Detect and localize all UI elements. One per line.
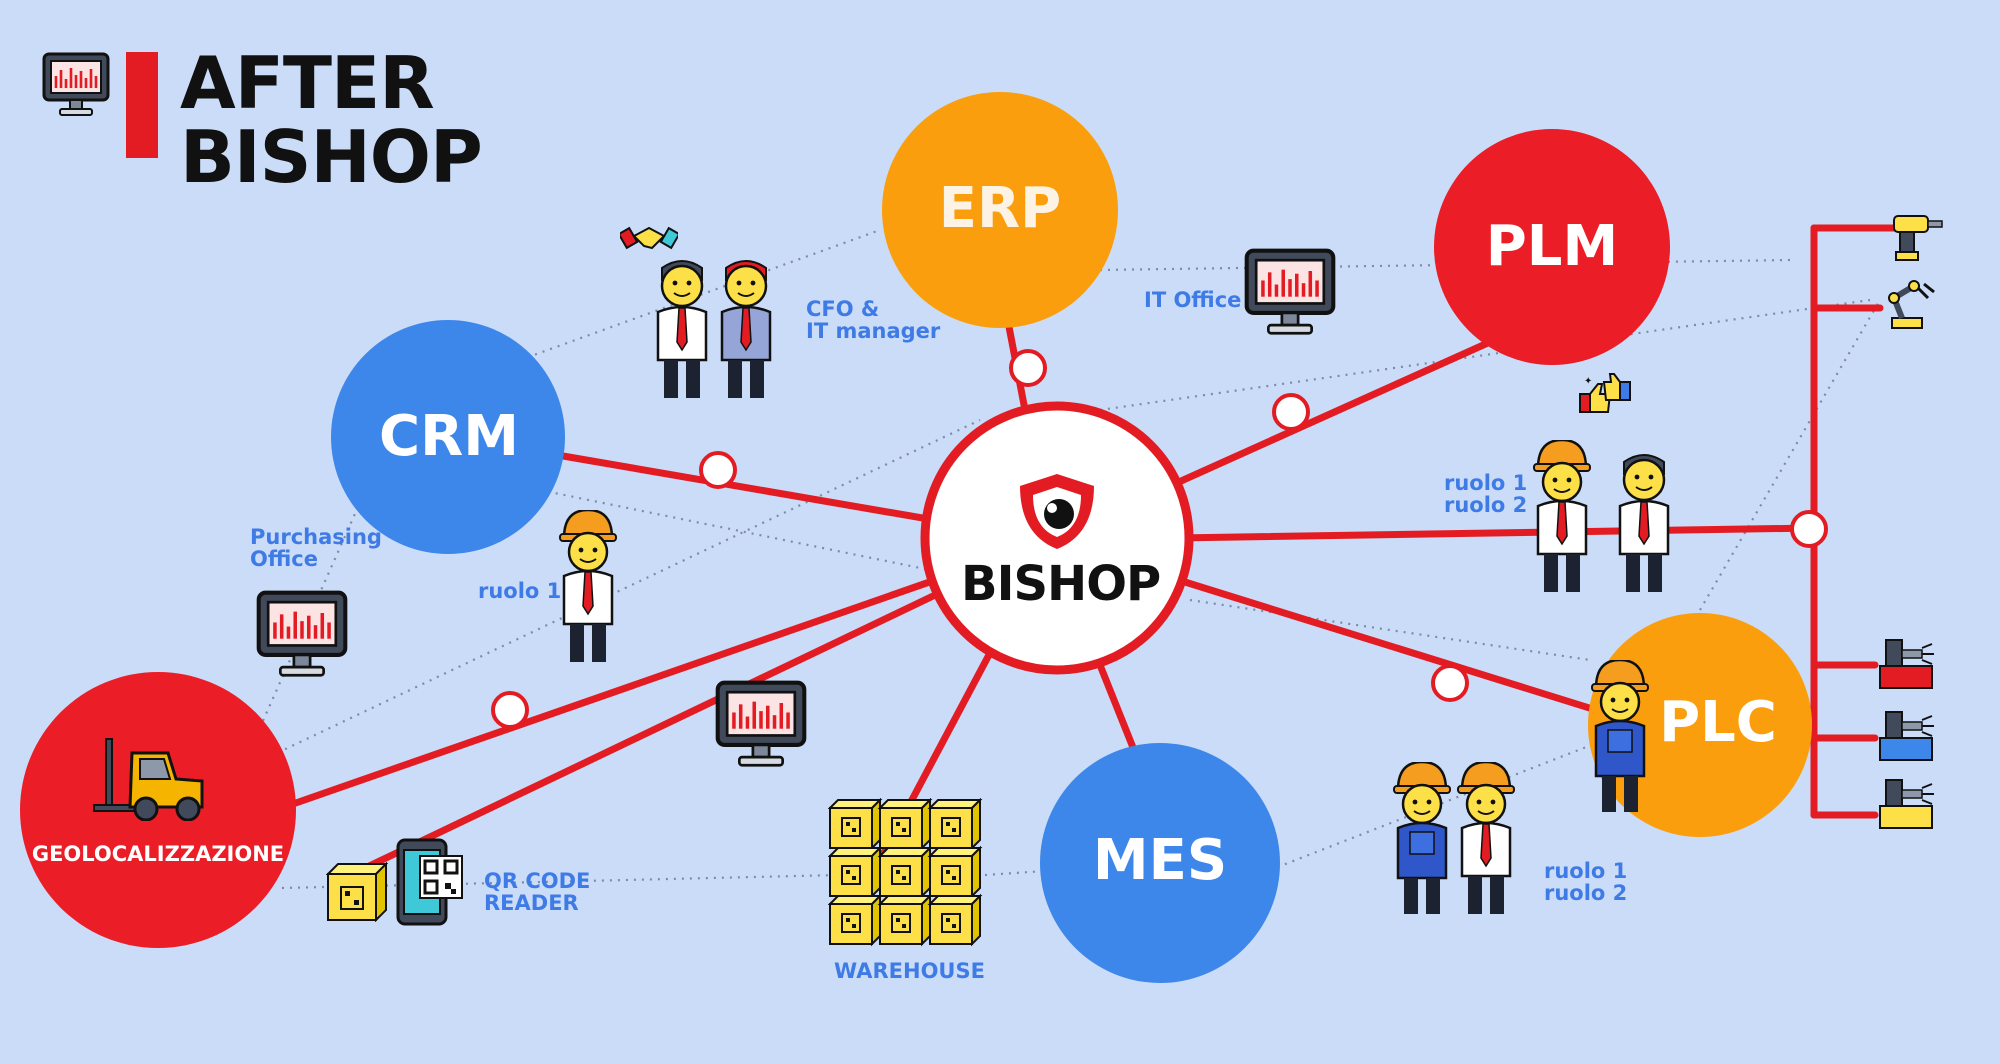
worker-ruolo2-icon <box>1618 454 1670 592</box>
ruolo-bottom-label-2: ruolo 2 <box>1544 881 1628 905</box>
erp-node[interactable] <box>882 92 1118 328</box>
it-office-label: IT Office <box>1144 288 1242 312</box>
mes-worker-ruolo2-icon <box>1457 762 1515 914</box>
forklift-icon <box>93 738 204 821</box>
cfo-person-icon <box>656 260 708 398</box>
ruolo-bottom-label-1: ruolo 1 <box>1544 859 1628 883</box>
crm-label: CRM <box>379 404 519 469</box>
purchasing-label-line1: Purchasing <box>250 525 382 549</box>
header-accent-bar <box>126 52 158 158</box>
worker-person-icon <box>559 510 617 662</box>
plc-worker-icon <box>1591 660 1649 812</box>
svg-text:✦: ✦ <box>1584 376 1592 387</box>
blue-machine-icon <box>1879 711 1934 761</box>
plc-node[interactable] <box>1588 613 1812 837</box>
crm-node[interactable] <box>331 320 565 554</box>
it-office-monitor-icon <box>1244 248 1336 335</box>
handshake-icon <box>620 226 678 250</box>
qr-code-label-line2: READER <box>484 891 579 915</box>
purchasing-monitor-icon <box>256 590 348 677</box>
header-title-line1: AFTER <box>180 41 435 125</box>
yellow-machine-icon <box>1879 779 1934 829</box>
it-manager-person-icon <box>720 260 772 398</box>
header-title-line2: BISHOP <box>180 115 483 199</box>
mes-worker-ruolo1-icon <box>1393 762 1451 914</box>
ruolo-right-label-1: ruolo 1 <box>1444 471 1528 495</box>
robot-arm-icon <box>1888 280 1935 329</box>
plc-label: PLC <box>1659 690 1777 755</box>
ruolo-center-label: ruolo 1 <box>478 579 562 603</box>
monitor-icon <box>42 52 110 116</box>
worker-ruolo1-icon <box>1533 440 1591 592</box>
bishop-eye-logo <box>1020 474 1094 549</box>
thumbs-up-icon: ✦ <box>1579 373 1631 413</box>
mes-label: MES <box>1092 828 1228 893</box>
red-machine-icon <box>1879 639 1934 689</box>
qr-code-label-line1: QR CODE <box>484 869 591 893</box>
bishop-label: BISHOP <box>961 556 1161 612</box>
purchasing-label-line2: Office <box>250 547 318 571</box>
qr-box-icon <box>326 862 388 922</box>
link-junctions <box>491 349 1828 729</box>
geolocalizzazione-label: GEOLOCALIZZAZIONE <box>31 842 285 866</box>
cfo-label: CFO & <box>806 297 880 321</box>
it-manager-label: IT manager <box>806 319 941 343</box>
warehouse-monitor-icon <box>715 680 807 767</box>
warehouse-boxes-icon <box>829 799 981 945</box>
ruolo-right-label-2: ruolo 2 <box>1444 493 1528 517</box>
drill-icon <box>1893 215 1943 261</box>
plm-node[interactable] <box>1434 129 1670 365</box>
plm-label: PLM <box>1485 214 1619 279</box>
mes-node[interactable] <box>1040 743 1280 983</box>
warehouse-label: WAREHOUSE <box>834 959 985 983</box>
erp-label: ERP <box>938 176 1062 241</box>
qr-code-reader-icon <box>396 838 463 926</box>
